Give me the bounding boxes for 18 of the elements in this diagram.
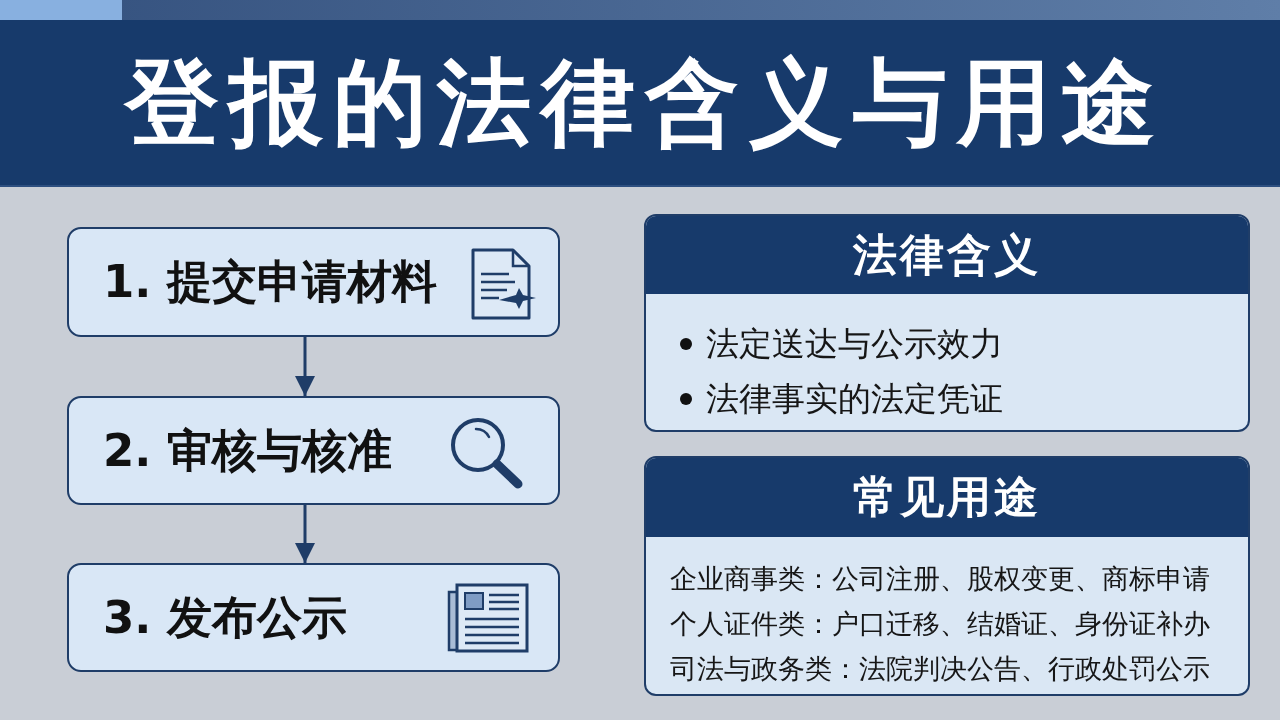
- step-box: [67, 396, 560, 505]
- arrow: [295, 505, 315, 563]
- usage-text: 司法与政务类：法院判决公告、行政处罚公示: [670, 653, 1210, 686]
- panel-heading: 常见用途: [853, 472, 1041, 523]
- step-label: 3. 发布公示: [103, 591, 348, 644]
- step-box: [67, 227, 560, 337]
- step-label: 2. 审核与核准: [103, 424, 393, 477]
- step-label: 1. 提交申请材料: [103, 256, 438, 308]
- panel-heading: 法律含义: [853, 229, 1041, 281]
- bullet-text: 法律事实的法定凭证: [706, 378, 1003, 419]
- usage-text: 个人证件类：户口迁移、结婚证、身份证补办: [670, 608, 1210, 641]
- title: 登报的法律含义与用途: [122, 50, 1165, 155]
- arrow: [295, 337, 315, 396]
- bullet-text: 法定送达与公示效力: [706, 323, 1003, 364]
- step-box: [67, 563, 560, 672]
- info-panel: [644, 214, 1250, 432]
- info-panel: [644, 456, 1250, 696]
- usage-text: 企业商事类：公司注册、股权变更、商标申请: [670, 563, 1210, 596]
